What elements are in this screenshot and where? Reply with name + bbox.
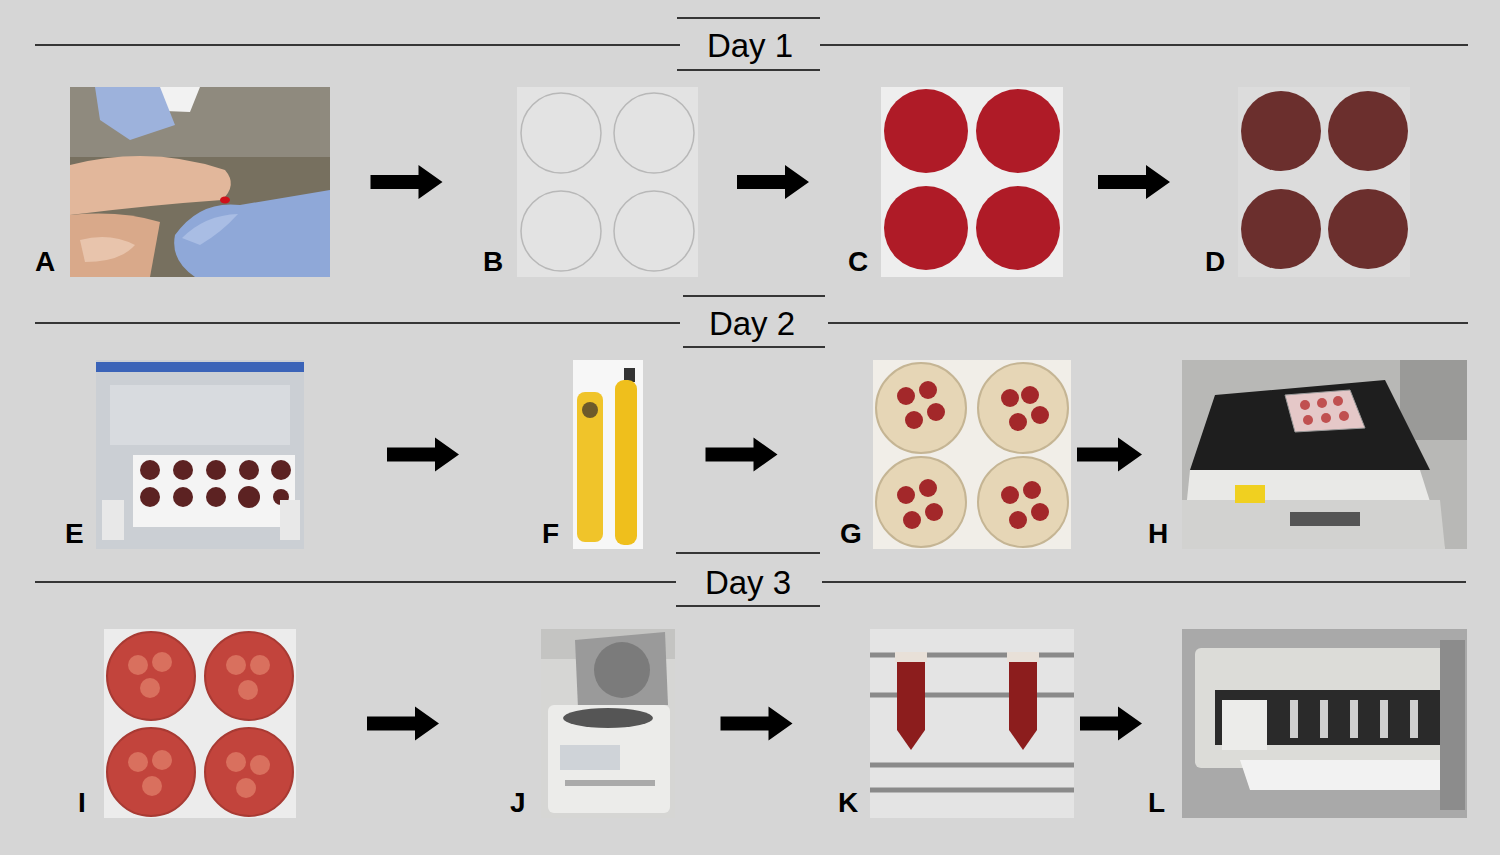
flow-arrow — [1080, 707, 1142, 741]
panel-letter: G — [840, 520, 862, 548]
photo-punch-tools — [573, 360, 643, 549]
photo-panel: F — [542, 360, 643, 549]
photo-wells-eluted — [104, 629, 296, 818]
photo-tube-rack — [870, 629, 1074, 818]
photo-analyser — [1182, 629, 1467, 818]
photo-wet-spots — [881, 87, 1063, 277]
photo-panel: C — [848, 87, 1063, 277]
flow-arrow — [371, 165, 443, 199]
photo-wells-buffer — [873, 360, 1071, 549]
day-heading: Day 2 — [709, 307, 795, 340]
panel-letter: A — [35, 248, 55, 276]
flow-arrow — [367, 707, 439, 741]
panel-letter: C — [848, 248, 868, 276]
panel-letter: J — [510, 789, 526, 817]
photo-bagged-card — [96, 360, 304, 549]
photo-blank-card — [517, 87, 698, 277]
photo-panel: E — [65, 360, 304, 549]
photo-panel: L — [1148, 629, 1467, 818]
panel-letter: I — [78, 789, 86, 817]
header-rules — [35, 18, 1468, 606]
panel-letter: F — [542, 520, 559, 548]
panel-letter: H — [1148, 520, 1168, 548]
photo-centrifuge — [541, 629, 675, 818]
panel-letter: K — [838, 789, 858, 817]
photo-panel: G — [840, 360, 1071, 549]
flow-arrow — [721, 707, 793, 741]
photo-panel: B — [483, 87, 698, 277]
photo-panel: H — [1148, 360, 1467, 549]
photo-dried-spots — [1238, 87, 1410, 277]
photo-panel: J — [510, 629, 675, 818]
flow-arrow — [706, 438, 778, 472]
panel-letter: D — [1205, 248, 1225, 276]
day-heading: Day 1 — [707, 29, 793, 62]
flow-arrow — [1077, 438, 1142, 472]
panel-letter: L — [1148, 789, 1165, 817]
photo-panel: A — [35, 87, 330, 277]
day-heading: Day 3 — [705, 566, 791, 599]
flow-arrow — [1098, 165, 1170, 199]
flow-arrow — [387, 438, 459, 472]
photo-panel: D — [1205, 87, 1410, 277]
panel-letter: E — [65, 520, 84, 548]
flow-arrow — [737, 165, 809, 199]
panel-letter: B — [483, 248, 503, 276]
photo-panel: I — [78, 629, 296, 818]
photo-finger-prick — [70, 87, 330, 277]
photo-plate-shaker — [1182, 360, 1467, 549]
photo-panel: K — [838, 629, 1074, 818]
